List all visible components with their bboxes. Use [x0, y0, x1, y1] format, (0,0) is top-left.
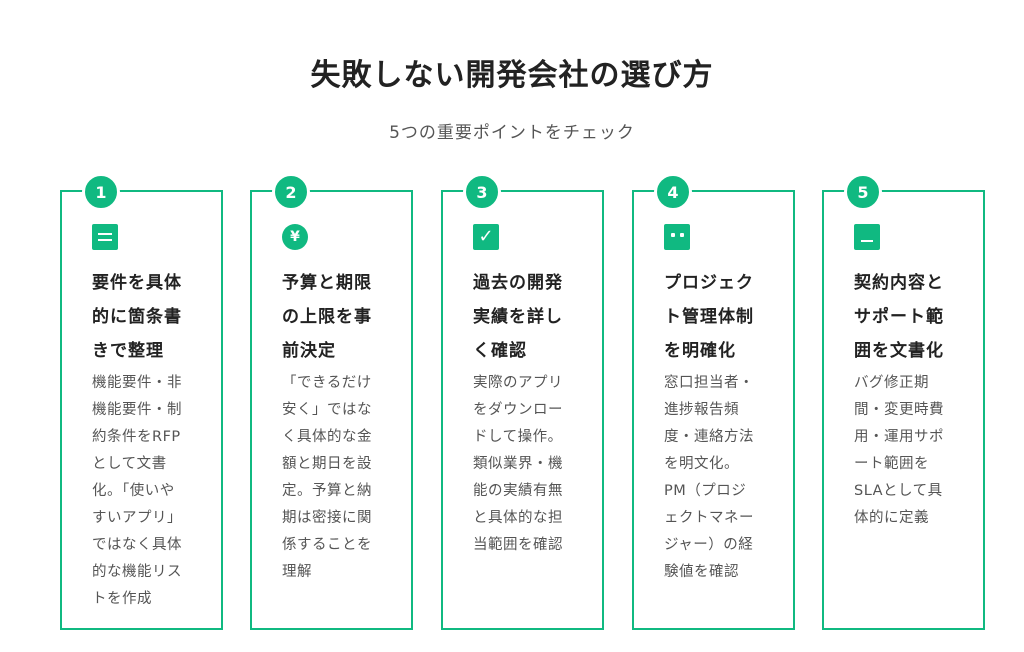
- card-heading: 要件を具体 的に箇条書 きで整理: [92, 273, 182, 361]
- step-number-badge: 5: [844, 173, 882, 211]
- card-heading: 過去の開発 実績を詳し く確認: [473, 273, 563, 361]
- point-card-1: 1 要件を具体 的に箇条書 きで整理 機能要件・非 機能要件・制 約条件をRFP…: [60, 173, 223, 630]
- card-description: バグ修正期 間・変更時費 用・運用サポ ート範囲を SLAとして具 体的に定義: [854, 375, 944, 526]
- step-number-badge: 4: [654, 173, 692, 211]
- card-description: 窓口担当者・ 進捗報告頻 度・連絡方法 を明文化。 PM（プロジ ェクトマネー …: [664, 375, 754, 580]
- card-description: 実際のアプリ をダウンロー ドして操作。 類似業界・機 能の実績有無 と具体的な…: [473, 375, 563, 553]
- page-title: 失敗しない開発会社の選び方: [310, 58, 714, 93]
- contract-icon: [854, 224, 880, 250]
- yen-icon: ¥: [282, 224, 308, 250]
- card-heading: プロジェク ト管理体制 を明確化: [664, 273, 754, 361]
- card-description: 機能要件・非 機能要件・制 約条件をRFP として文書 化。「使いや すいアプリ…: [92, 375, 182, 607]
- point-card-4: 4 プロジェク ト管理体制 を明確化 窓口担当者・ 進捗報告頻 度・連絡方法 を…: [632, 173, 795, 630]
- point-card-3: 3 ✓ 過去の開発 実績を詳し く確認 実際のアプリ をダウンロー ドして操作。…: [441, 173, 604, 630]
- step-number-badge: 1: [82, 173, 120, 211]
- step-number-badge: 3: [463, 173, 501, 211]
- point-card-2: 2 ¥ 予算と期限 の上限を事 前決定 「できるだけ 安く」ではな く具体的な金…: [250, 173, 413, 630]
- document-icon: [92, 224, 118, 250]
- page-subtitle: 5つの重要ポイントをチェック: [389, 123, 635, 143]
- card-heading: 契約内容と サポート範 囲を文書化: [854, 273, 944, 361]
- step-number-badge: 2: [272, 173, 310, 211]
- person-icon: [664, 224, 690, 250]
- check-icon: ✓: [473, 224, 499, 250]
- point-card-5: 5 契約内容と サポート範 囲を文書化 バグ修正期 間・変更時費 用・運用サポ …: [822, 173, 985, 630]
- card-heading: 予算と期限 の上限を事 前決定: [282, 273, 372, 361]
- card-description: 「できるだけ 安く」ではな く具体的な金 額と期日を設 定。予算と納 期は密接に…: [282, 375, 372, 580]
